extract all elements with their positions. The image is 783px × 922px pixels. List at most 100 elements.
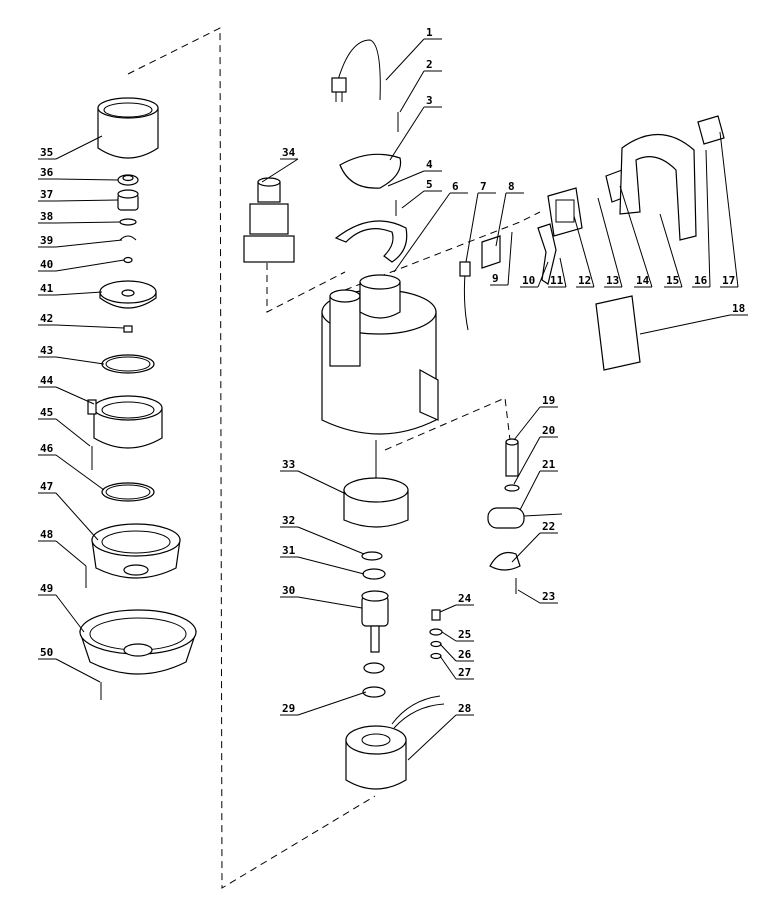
callout-leader-19 [513, 406, 541, 441]
callout-label-15: 15 [666, 274, 679, 287]
callout-label-21: 21 [542, 458, 556, 471]
part-33 [343, 477, 409, 528]
part-3 [339, 153, 402, 189]
part-31 [362, 568, 386, 580]
part-12 [547, 187, 583, 237]
callout-leader-33 [297, 470, 347, 495]
part-18 [595, 295, 641, 371]
part-40 [123, 256, 133, 264]
part-5 [334, 220, 408, 263]
callout-label-50: 50 [40, 646, 53, 659]
callout-leader-47 [55, 492, 99, 541]
callout-leader-1 [385, 38, 425, 81]
callout-label-33: 33 [282, 458, 295, 471]
callout-leader-22 [511, 532, 541, 563]
callout-label-35: 35 [40, 146, 53, 159]
callout-leader-14 [619, 185, 653, 288]
callout-leader-4 [387, 170, 425, 187]
part-38 [119, 218, 137, 226]
callout-leader-12 [573, 215, 595, 288]
callout-label-14: 14 [636, 274, 650, 287]
callout-label-19: 19 [542, 394, 555, 407]
center-stack-parts [243, 39, 445, 790]
part-30 [361, 590, 389, 653]
callout-label-9: 9 [492, 272, 499, 285]
callout-leader-43 [55, 356, 105, 365]
callout-label-42: 42 [40, 312, 53, 325]
callout-leader-30 [297, 596, 363, 609]
callout-leader-26 [439, 643, 457, 662]
callout-label-43: 43 [40, 344, 53, 357]
part-10 [537, 223, 557, 285]
part-26 [430, 640, 442, 648]
callout-label-44: 44 [40, 374, 54, 387]
callout-label-8: 8 [508, 180, 515, 193]
callout-leader-13 [597, 197, 623, 288]
callout-label-23: 23 [542, 590, 555, 603]
part-15 [619, 133, 697, 241]
part-24 [431, 609, 441, 621]
callout-leader-49 [55, 594, 85, 633]
callout-label-22: 22 [542, 520, 555, 533]
part-49 [79, 609, 197, 675]
part-41 [99, 280, 157, 309]
callout-label-40: 40 [40, 258, 53, 271]
part-29 [362, 686, 386, 698]
callout-label-27: 27 [458, 666, 471, 679]
part-39 [119, 235, 137, 241]
left-stack-parts [79, 97, 197, 700]
callout-label-25: 25 [458, 628, 471, 641]
part-37 [117, 189, 139, 211]
callout-leader-23 [517, 589, 541, 604]
callout-leader-2 [399, 70, 425, 113]
right-side-parts [459, 115, 725, 594]
callout-label-47: 47 [40, 480, 53, 493]
callout-label-10: 10 [522, 274, 535, 287]
part-17 [697, 115, 725, 145]
callout-label-20: 20 [542, 424, 555, 437]
part-47 [91, 523, 181, 579]
callout-leader-25 [441, 631, 457, 642]
callout-label-1: 1 [426, 26, 433, 39]
callout-leader-38 [55, 221, 121, 224]
callout-leader-41 [55, 291, 103, 296]
part-43 [101, 354, 155, 374]
part-46 [101, 482, 155, 502]
callout-label-38: 38 [40, 210, 53, 223]
callout-label-12: 12 [578, 274, 591, 287]
part-22 [489, 551, 521, 571]
callout-leader-6 [393, 192, 451, 273]
callout-leader-11 [559, 257, 567, 288]
part-34 [243, 177, 295, 263]
callout-leader-21 [519, 470, 541, 511]
callout-leader-36 [55, 178, 119, 181]
callout-label-30: 30 [282, 584, 295, 597]
callout-label-34: 34 [282, 146, 296, 159]
part-25 [429, 628, 443, 636]
callout-leader-7 [465, 192, 479, 263]
callout-label-48: 48 [40, 528, 53, 541]
callout-label-18: 18 [732, 302, 745, 315]
callout-label-49: 49 [40, 582, 53, 595]
callout-label-28: 28 [458, 702, 471, 715]
callout-leader-17 [719, 131, 739, 288]
callout-leader-40 [55, 259, 125, 272]
callout-leader-27 [439, 655, 457, 680]
part-32 [361, 551, 383, 561]
part-1 [331, 39, 381, 102]
callout-leader-46 [55, 454, 105, 491]
callout-leader-44 [55, 386, 95, 405]
pump-housing [321, 274, 439, 435]
callout-leader-39 [55, 239, 123, 248]
callout-label-32: 32 [282, 514, 295, 527]
part-8 [481, 235, 501, 269]
callout-leader-8 [495, 192, 507, 247]
callout-label-4: 4 [426, 158, 433, 171]
callout-label-24: 24 [458, 592, 472, 605]
part-20 [504, 484, 520, 492]
callout-leader-31 [297, 556, 365, 575]
callout-leader-10 [537, 261, 549, 288]
callout-label-3: 3 [426, 94, 433, 107]
